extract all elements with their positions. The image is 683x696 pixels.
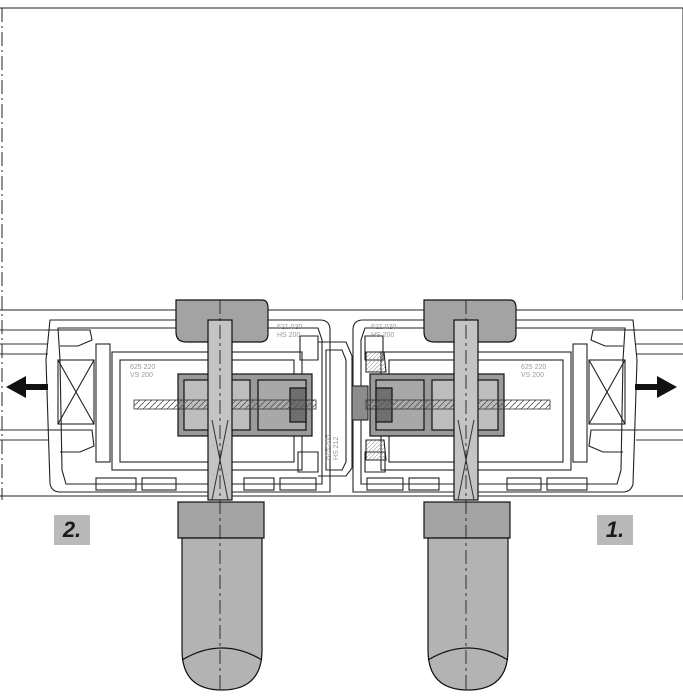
arrow-left-icon [6, 376, 48, 398]
label-left-upper-line1: 621 020 [277, 324, 302, 331]
label-center-line1: 625 205 [325, 435, 332, 460]
label-left-side-line1: 625 220 [130, 364, 155, 371]
label-center-line2: HS 212 [333, 437, 340, 460]
label-left-upper-line2: HS 200 [277, 332, 300, 339]
arrow-right-icon [635, 376, 677, 398]
frame-lines [0, 7, 683, 500]
label-right-upper-line2: HS 200 [371, 332, 394, 339]
center-connector [318, 341, 387, 477]
label-left-side-line2: VS 200 [130, 372, 153, 379]
label-right-side-line1: 625 220 [521, 364, 546, 371]
step-badge-right: 1. [597, 515, 633, 545]
label-right-upper-line1: 621 020 [371, 324, 396, 331]
step-badge-left: 2. [54, 515, 90, 545]
label-right-side-line2: VS 200 [521, 372, 544, 379]
profile-bands [0, 329, 683, 441]
left-tool [175, 299, 269, 692]
right-tool [423, 299, 517, 692]
